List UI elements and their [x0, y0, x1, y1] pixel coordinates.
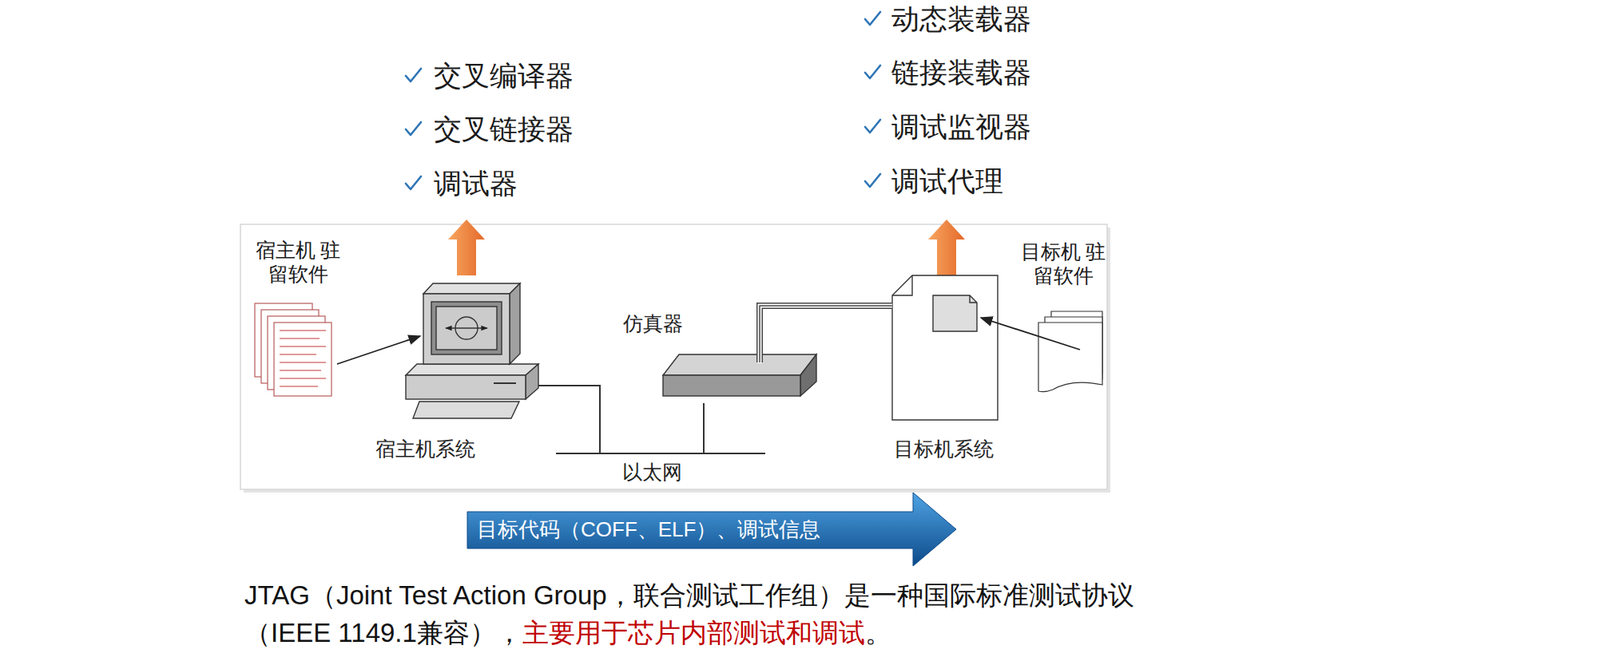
list-item: 调试器	[433, 166, 518, 202]
arrow-band: 目标代码（COFF、ELF）、调试信息	[467, 492, 957, 567]
orange-arrow	[448, 219, 485, 276]
check-mark	[405, 176, 421, 190]
software-label: 目标机 驻留软件	[1019, 239, 1108, 288]
system-box: 宿主机系统	[367, 279, 539, 464]
check-marks	[405, 11, 881, 190]
emulator-device	[663, 354, 817, 397]
ethernet-link	[538, 385, 704, 454]
target-board	[892, 275, 998, 421]
system-label: 仿真器	[623, 311, 683, 337]
list-item: 动态装载器	[891, 1, 1032, 37]
check-mark	[405, 122, 421, 135]
list-item: 交叉编译器	[433, 58, 574, 94]
blue-arrow	[467, 492, 957, 567]
target-documents	[1038, 311, 1103, 393]
system-box: 仿真器	[623, 311, 823, 404]
leader-arrow	[980, 317, 1080, 350]
ethernet-bus	[703, 452, 766, 455]
wire	[538, 385, 704, 454]
cable-core	[759, 305, 893, 312]
list-item: 链接装载器	[891, 55, 1032, 91]
note-text: 。	[865, 618, 892, 648]
system-box: 目标机系统	[892, 275, 1002, 464]
software-label: 宿主机 驻留软件	[254, 238, 342, 286]
cable-gap	[759, 305, 893, 312]
check-mark	[405, 68, 421, 82]
band-text: 目标代码（COFF、ELF）、调试信息	[476, 516, 821, 543]
note-paragraph: JTAG（Joint Test Action Group，联合测试工作组）是一种…	[244, 576, 1144, 652]
panel	[240, 224, 1108, 490]
host-computer	[405, 283, 539, 419]
check-mark	[865, 119, 881, 133]
jtag-cable	[759, 305, 893, 312]
check-mark	[865, 65, 881, 79]
check-mark	[865, 11, 881, 25]
list-item: 调试监视器	[891, 109, 1032, 145]
list-item: 交叉链接器	[433, 111, 574, 147]
edge-label: 以太网	[619, 460, 686, 485]
emulator-cable-stub	[759, 311, 761, 364]
ethernet-bus	[555, 452, 600, 455]
note-text: 主要用于芯片内部测试和调试	[522, 618, 866, 648]
orange-arrow	[928, 219, 965, 276]
system-label: 目标机系统	[893, 436, 994, 462]
check-mark	[865, 174, 881, 187]
host-documents	[254, 303, 332, 397]
cable-outer	[759, 305, 893, 312]
list-item: 调试代理	[891, 163, 1004, 199]
system-label: 宿主机系统	[375, 436, 476, 462]
leader-arrow	[337, 336, 421, 365]
